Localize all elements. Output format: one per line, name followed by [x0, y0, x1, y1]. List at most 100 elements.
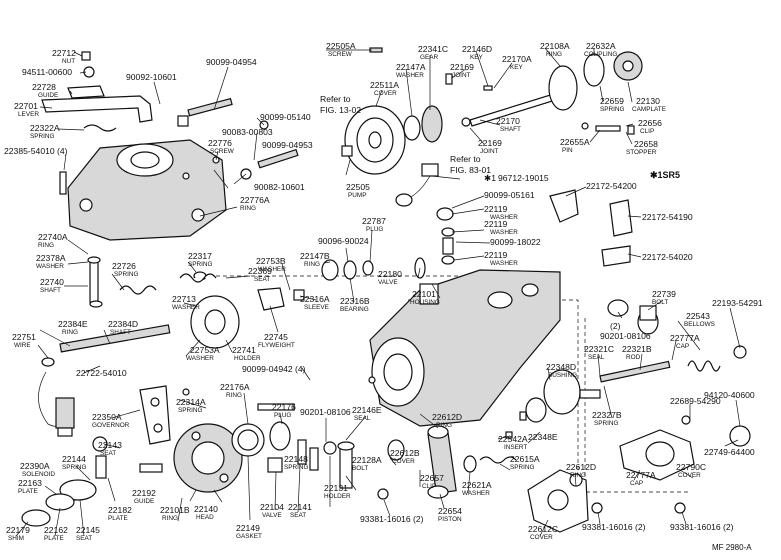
- callout-name-c71: ROD: [626, 354, 641, 361]
- overflow-valve: [395, 163, 455, 279]
- callout-part-c87: 22144: [62, 454, 86, 464]
- callout-name-c51: SHAFT: [40, 287, 61, 294]
- callout-name-c107: COVER: [678, 472, 701, 479]
- callout-part-c71: 22321B: [622, 344, 652, 354]
- callout-name-c56: FLYWEIGHT: [258, 342, 295, 349]
- callout-part-c82: 22689-54290: [670, 396, 721, 406]
- callout-part-c28: 22169: [478, 138, 502, 148]
- callout-name-c25: CAMPLATE: [632, 106, 666, 113]
- callout-part-c40: 22172-54020: [642, 252, 693, 262]
- callout-name-c77: PLUG: [274, 412, 291, 419]
- callout-name-c100: COVER: [392, 458, 415, 465]
- callout-name-c55: WASHER: [172, 304, 200, 311]
- callout-part-c12: 90099-04953: [262, 140, 313, 150]
- lever-guide: [41, 51, 153, 132]
- callout-name-c52: SPRING: [114, 271, 139, 278]
- governor-lever: [139, 385, 171, 445]
- callout-part-c88: 22390A: [20, 461, 50, 471]
- callout-name-c23: RING: [546, 51, 562, 58]
- callout-name-c110: SEAT: [76, 535, 92, 542]
- callout-name-c81: SPRING: [594, 420, 619, 427]
- callout-name-c17: WASHER: [396, 72, 424, 79]
- callout-part-c11: 22776: [208, 138, 232, 148]
- callout-name-c54: SEAT: [254, 276, 270, 283]
- callout-part-c84: 22348E: [528, 432, 558, 442]
- callout-part-c3: 22728: [32, 82, 56, 92]
- callout-name-c5: SPRING: [30, 133, 55, 140]
- callout-part-c52: 22726: [112, 261, 136, 271]
- callout-part-c37: 90099-18022: [490, 237, 541, 247]
- callout-part-c1: 22712: [52, 48, 76, 58]
- callout-name-c85: INSERT: [504, 444, 527, 451]
- callout-part-c46: 22753B: [256, 256, 286, 266]
- callout-name-c79: SEAL: [354, 415, 371, 422]
- callout-part-c102: 22654: [438, 506, 462, 516]
- callout-part-c5: 22322A: [30, 123, 60, 133]
- callout-part-c106: 22777A: [626, 470, 656, 480]
- callout-part-c2: 94511-00600: [22, 67, 72, 77]
- callout-part-c95: 22104: [260, 502, 284, 512]
- ref-note-fig-83-01-line2: FIG. 83-01: [450, 165, 491, 175]
- callout-name-c30: PIN: [562, 147, 573, 154]
- cold-start-rod: [519, 299, 747, 423]
- callout-part-c26: 22659: [600, 96, 624, 106]
- callout-name-c92: HEAD: [196, 514, 214, 521]
- delivery-valve: [257, 403, 355, 489]
- callout-part-c65: 22193-54291: [712, 298, 763, 308]
- callout-part-c23: 22108A: [540, 41, 570, 51]
- governor-cover: [59, 139, 227, 241]
- callout-part-c113: 93381-16016 (2): [582, 522, 646, 532]
- callout-part-c103: 22621A: [462, 480, 492, 490]
- callout-part-c104: 22615A: [510, 454, 540, 464]
- callout-part-c77: 22176: [272, 402, 296, 412]
- callout-name-c11: SCREW: [210, 148, 235, 155]
- callout-part-c57: 22741: [232, 345, 256, 355]
- callout-name-c27: SHAFT: [500, 126, 521, 133]
- callout-name-c60: SHAFT: [110, 329, 131, 336]
- callout-part-c110: 22145: [76, 525, 100, 535]
- callout-part-c75: 22350A: [92, 412, 122, 422]
- callout-part-c85: 22542A: [498, 434, 528, 444]
- callout-name-c99: BOLT: [352, 465, 368, 472]
- callout-name-c36: WASHER: [490, 229, 518, 236]
- ref-note-fig-83-01-line1: Refer to: [450, 154, 481, 164]
- callout-part-c54: 22369: [248, 266, 272, 276]
- callout-name-c106: CAP: [630, 480, 643, 487]
- callout-name-c57: HOLDER: [234, 355, 261, 362]
- solenoid: [21, 357, 108, 527]
- callout-name-c96: SPRING: [284, 464, 309, 471]
- callout-part-c93: 22101B: [160, 505, 190, 515]
- callout-name-c75: GOVERNOR: [92, 422, 130, 429]
- callout-part-c36: 22119: [484, 219, 507, 229]
- marked-prefix: ✱1: [484, 173, 496, 183]
- callout-part-c53: 22317: [188, 251, 212, 261]
- callout-name-c70: SEAL: [588, 354, 605, 361]
- callout-part-c20: 22169: [450, 62, 474, 72]
- callout-part-c29: 22656: [638, 118, 662, 128]
- callout-name-c42: VALVE: [378, 279, 398, 286]
- callout-part-c4: 22701: [14, 101, 38, 111]
- callout-name-c24: COUPLING: [584, 51, 617, 58]
- callout-name-c46: WASHER: [258, 266, 286, 273]
- callout-name-c98: HOLDER: [324, 493, 351, 500]
- callout-name-c93: RING: [162, 515, 178, 522]
- callout-part-c91: 22192: [132, 488, 156, 498]
- callout-name-c88: SOLENOID: [22, 471, 55, 478]
- callout-name-c35: WASHER: [490, 214, 518, 221]
- callout-part-c56: 22745: [264, 332, 288, 342]
- callout-part-c86: 22143: [98, 440, 122, 450]
- callout-part-c45: 22147B: [300, 251, 330, 261]
- callout-part-c114: 93381-16016 (2): [670, 522, 734, 532]
- callout-name-c43: PLUG: [366, 226, 383, 233]
- callout-name-c50: WASHER: [36, 263, 64, 270]
- callout-part-c15: 22505A: [326, 41, 356, 51]
- screw-marks: [182, 376, 686, 514]
- callout-name-c22: KEY: [510, 64, 524, 71]
- callout-name-c109: PLATE: [44, 535, 64, 542]
- variant-note: ✱1SR5: [650, 170, 680, 180]
- callout-name-c74: SPRING: [178, 407, 203, 414]
- callout-part-c24: 22632A: [586, 41, 616, 51]
- callout-name-c48: BEARING: [340, 306, 369, 313]
- callout-part-c92: 22140: [194, 504, 218, 514]
- callout-labels: 22712 NUT 94511-00600 22728 GUIDE 22701 …: [4, 41, 763, 542]
